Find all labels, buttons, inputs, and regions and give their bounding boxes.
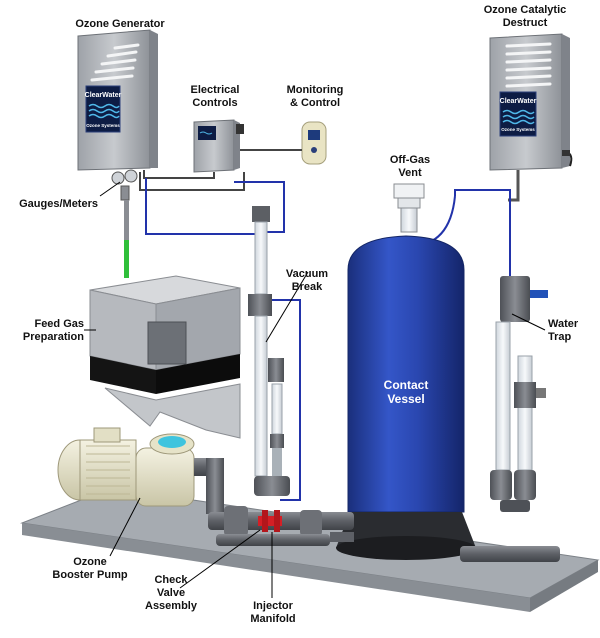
vacuum-break-assembly xyxy=(248,206,290,496)
injector-manifold-piping xyxy=(208,506,560,562)
label-gauges-meters: Gauges/Meters xyxy=(19,198,98,210)
label-feed-gas-preparation: Feed Gas Preparation xyxy=(22,318,84,343)
ozone-generator-cabinet: ClearWater Ozone Systems xyxy=(77,29,158,171)
label-injector-manifold: Injector Manifold xyxy=(250,600,296,625)
label-monitoring-control: Monitoring & Control xyxy=(286,84,344,109)
ozone-booster-pump xyxy=(57,427,224,514)
label-ozone-booster-pump: Ozone Booster Pump xyxy=(52,556,128,581)
label-contact-vessel: Contact Vessel xyxy=(383,378,429,406)
label-ozone-catalytic-destruct: Ozone Catalytic Destruct xyxy=(483,4,567,29)
label-electrical-controls: Electrical Controls xyxy=(190,84,240,109)
brand-name-generator: ClearWater xyxy=(85,92,122,99)
connection-lines xyxy=(139,149,511,501)
water-trap-assembly xyxy=(490,276,548,512)
leader-lines xyxy=(84,181,546,598)
brand-name-destruct: ClearWater xyxy=(500,98,537,105)
label-off-gas-vent: Off-Gas Vent xyxy=(389,154,431,179)
electrical-controls-box xyxy=(193,119,244,173)
monitoring-control-device xyxy=(301,121,327,165)
label-vacuum-break: Vacuum Break xyxy=(285,268,329,293)
feed-gas-preparation-unit xyxy=(89,275,241,439)
contact-vessel xyxy=(336,235,476,560)
catalytic-destruct-cabinet: ClearWater Ozone Systems xyxy=(489,33,573,202)
check-valve xyxy=(258,510,282,532)
label-water-trap: Water Trap xyxy=(548,318,579,343)
label-check-valve-assembly: Check Valve Assembly xyxy=(145,574,197,612)
label-ozone-generator: Ozone Generator xyxy=(75,18,165,30)
off-gas-vent xyxy=(393,183,425,233)
brand-sub-destruct: Ozone Systems xyxy=(501,127,535,132)
brand-sub-generator: Ozone Systems xyxy=(86,123,120,128)
gauges-meters xyxy=(111,169,138,278)
